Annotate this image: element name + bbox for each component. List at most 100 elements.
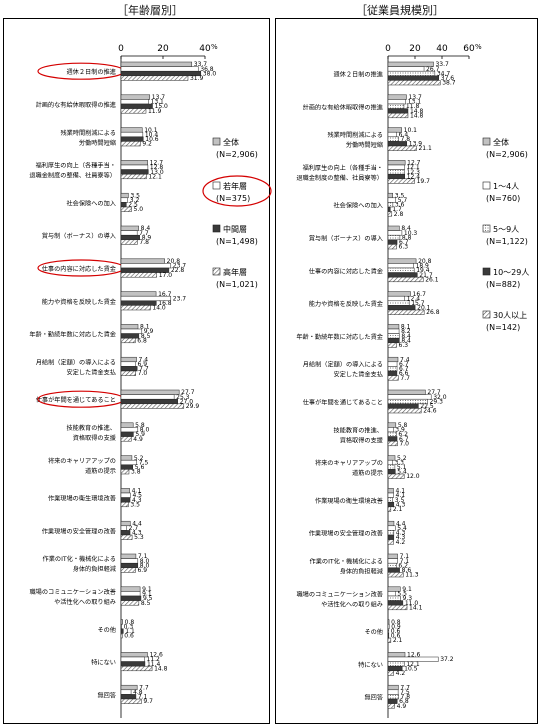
bar-value-label: 12.4 [407,295,421,302]
bar-value-label: 10.6 [145,136,159,143]
bar-value-label: 6.9 [137,567,147,574]
category-label: 労働時間短縮 [79,139,116,147]
x-tick-label: 60 [463,44,475,54]
legend-swatch [482,267,491,276]
bar-value-label: 7.4 [400,356,410,363]
bar-right-1 [387,394,432,400]
legend-sub: (N=1,021) [216,280,258,289]
bar-value-label: 8.4 [141,225,151,232]
bar-value-label: 16.8 [158,300,172,307]
bar-left-0 [120,61,193,67]
bar-value-label: 32.0 [433,394,447,401]
bar-value-label: 14.0 [152,305,166,312]
bar-left-2 [120,595,142,601]
bar-left-3 [120,469,130,475]
panel-title-age: ［年齢層別］ [117,4,183,17]
bar-value-label: 7.1 [138,694,148,701]
bar-left-1 [120,328,143,334]
bar-right-2 [387,595,401,601]
bar-right-3 [387,75,440,81]
bar-value-label: 6.3 [399,244,409,251]
legend-highlight-ellipse [202,175,272,207]
category-label: や活性化への取り組み [54,598,116,606]
bar-right-0 [387,619,390,625]
x-tick-label: 20 [157,44,169,54]
category-label: 職場のコミュニケーション改善 [29,588,116,596]
bar-value-label: 5.1 [397,464,407,471]
bar-right-4 [387,539,394,545]
bar-right-1 [387,263,414,269]
age-panel-frame [3,18,270,724]
bar-value-label: 9.7 [143,698,153,705]
category-label: 賞与制（ボーナス）の導入 [42,232,116,240]
category-label: 安定した賃金支払 [67,368,117,376]
category-label: 安定した賃金支払 [334,371,384,379]
legend-name: 10～29人 [493,268,529,277]
bar-value-label: 5.8 [398,422,408,429]
bar-right-1 [387,295,405,302]
category-label: 資格取得の支援 [340,436,383,444]
bar-value-label: 2.1 [393,637,403,644]
legend-sub: (N=142) [486,323,520,332]
bar-left-0 [120,258,165,264]
bar-value-label: 34.7 [437,70,451,77]
bar-value-label: 26.8 [426,309,440,316]
legend-swatch [212,181,221,190]
bar-left-1 [120,591,141,597]
bar-value-label: 38.0 [203,70,217,77]
bar-left-3 [120,305,151,311]
legend-swatch [482,181,491,190]
category-label: 週休２日制の推進 [334,71,384,79]
legend-swatch [212,267,221,276]
x-tick-label: 20 [409,44,421,54]
bar-left-2 [120,431,134,437]
legend-sub: (N=1,122) [486,237,528,246]
bar-right-4 [387,80,441,86]
bar-right-3 [387,403,419,409]
bar-right-4 [387,112,409,119]
bar-right-2 [387,333,400,339]
bar-left-0 [120,586,141,592]
bar-value-label: 4.3 [132,530,142,537]
bar-right-3 [387,305,416,311]
bar-value-label: 8.6 [402,567,412,574]
bar-left-3 [120,567,136,573]
legend-name: 全体 [223,137,239,147]
bar-left-1 [120,558,139,564]
bar-value-label: 2.8 [394,211,404,218]
bar-left-3 [120,272,157,278]
bar-value-label: 7.7 [139,684,149,691]
bar-left-2 [120,497,131,503]
x-tick-label: 0 [385,44,391,54]
bar-left-1 [120,131,144,138]
bar-right-2 [387,431,397,437]
bar-value-label: 3.5 [395,192,405,199]
bar-value-label: 12.6 [407,652,421,659]
bar-value-label: 22.8 [171,267,185,274]
bar-right-2 [387,300,410,306]
bar-value-label: 6.2 [398,562,408,569]
bar-value-label: 11.4 [147,661,161,668]
bar-right-1 [387,558,398,564]
bar-right-1 [387,656,439,662]
bar-value-label: 8.0 [140,558,150,565]
bar-right-0 [387,160,406,166]
bar-left-2 [120,234,140,241]
bar-value-label: 3.3 [394,459,404,466]
bar-right-1 [387,689,399,695]
bar-right-1 [387,99,406,105]
category-label: 作業現場の衛生環境改善 [48,495,116,503]
bar-value-label: 3.8 [131,469,141,476]
legend-swatch [212,224,221,233]
bar-right-3 [387,239,398,245]
legend-name: 1～4人 [493,182,519,191]
bar-value-label: 1.1 [125,628,135,635]
bar-left-2 [120,169,149,175]
bar-right-2 [387,694,399,700]
bar-right-3 [387,173,405,180]
bar-left-1 [120,66,199,72]
bar-left-3 [120,206,132,212]
bar-right-3 [387,633,390,639]
category-label: 作業現場の衛生環境改善 [315,497,383,505]
